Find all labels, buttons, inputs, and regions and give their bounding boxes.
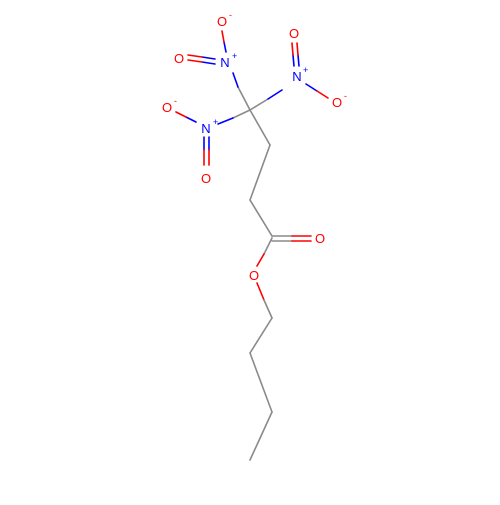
bond-c2-c1 bbox=[249, 199, 273, 237]
charge-o3a: - bbox=[174, 96, 177, 106]
charge-o2b: - bbox=[344, 91, 347, 101]
nitro-group-2-bonds bbox=[291, 42, 329, 99]
charge-o1a: - bbox=[229, 10, 232, 20]
bond-chain-1 bbox=[249, 317, 273, 354]
atom-o-carbonyl: O bbox=[315, 231, 325, 246]
ester-bond-1 bbox=[256, 237, 273, 267]
atom-labels: N + O - O N + O O - N + O - O O O bbox=[162, 10, 347, 283]
nitro-group-3-bonds bbox=[175, 111, 210, 166]
atom-o1b: O bbox=[174, 51, 184, 66]
bond-chain-3 bbox=[249, 411, 273, 461]
charge-n3: + bbox=[213, 117, 218, 127]
ester-bond-2 bbox=[256, 282, 273, 319]
atom-o3a: O bbox=[162, 100, 172, 115]
c-n-bonds bbox=[217, 72, 283, 125]
atom-o2b: O bbox=[332, 95, 342, 110]
bond-chain-2 bbox=[249, 352, 273, 413]
nitro-group-1-bonds bbox=[187, 30, 227, 65]
atom-n3: N bbox=[201, 121, 210, 136]
carbon-bonds bbox=[249, 109, 273, 461]
atom-n1: N bbox=[220, 55, 229, 70]
bond-c3-c2 bbox=[249, 144, 271, 201]
charge-n1: + bbox=[232, 51, 237, 61]
atom-n2: N bbox=[292, 69, 301, 84]
charge-n2: + bbox=[303, 65, 308, 75]
atom-o2a: O bbox=[289, 26, 299, 41]
carbonyl-bond bbox=[271, 235, 312, 242]
atom-o-ester: O bbox=[249, 268, 259, 283]
bond-c4-c3 bbox=[249, 109, 271, 146]
atom-o3b: O bbox=[201, 171, 211, 186]
atom-o1a: O bbox=[217, 14, 227, 29]
